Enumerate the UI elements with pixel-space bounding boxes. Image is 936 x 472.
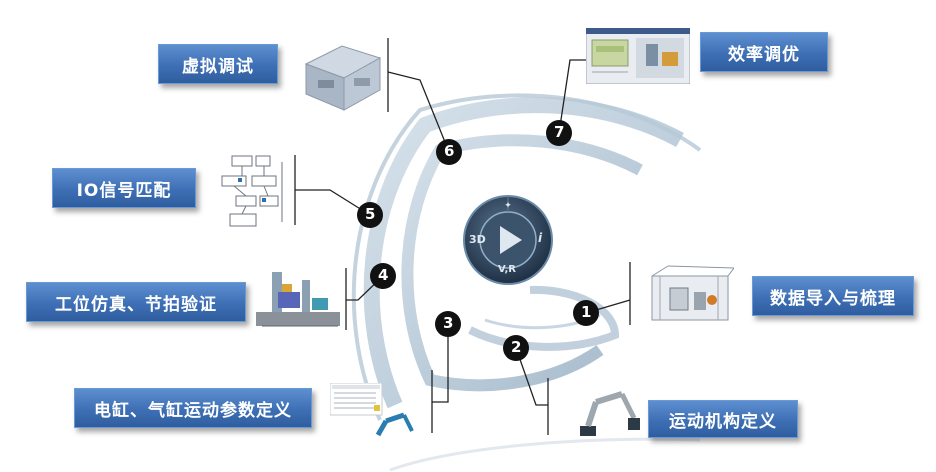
workstation-thumbnail [256,272,340,327]
spiral-arc-outer-thin [351,93,702,421]
compass-icon: ✦ [504,201,512,211]
io-schematic-thumbnail [221,155,283,227]
badge-7-number: 7 [554,123,565,141]
step-5-label: IO信号匹配 [52,168,196,208]
connector-5 [295,189,371,216]
step-4-label: 工位仿真、节拍验证 [26,282,246,322]
factory-cell-thumbnail [651,265,734,321]
software-screenshot-thumbnail [586,28,690,84]
spiral-arc-outer [363,97,684,409]
center-logo-left-text: 3D [469,233,486,246]
center-logo: ✦ [463,195,553,285]
connector-7 [558,59,588,134]
badge-5-number: 5 [365,205,376,223]
robot-arm-with-table-thumbnail [330,383,414,437]
step-2-label: 运动机构定义 [648,400,798,438]
badge-3-number: 3 [443,314,454,332]
play-icon [500,226,522,254]
machine-block-thumbnail [304,45,382,111]
badge-2-number: 2 [511,338,522,356]
spiral-arc-middle [401,134,643,392]
connector-6 [387,71,450,153]
badge-4-number: 4 [378,266,389,284]
floor-arc-bottom [389,437,701,472]
robot-arm-thumbnail [580,391,640,436]
step-7-label: 效率调优 [700,32,828,72]
info-icon: i [538,231,543,245]
badge-1-number: 1 [581,303,592,321]
step-1-label: 数据导入与梳理 [752,276,914,316]
badge-6-number: 6 [444,142,455,160]
connector-3 [432,324,449,403]
center-logo-bottom-text: V,R [498,264,516,275]
connector-2 [515,347,548,406]
step-6-label: 虚拟调试 [158,44,278,84]
step-3-label: 电缸、气缸运动参数定义 [74,388,312,428]
